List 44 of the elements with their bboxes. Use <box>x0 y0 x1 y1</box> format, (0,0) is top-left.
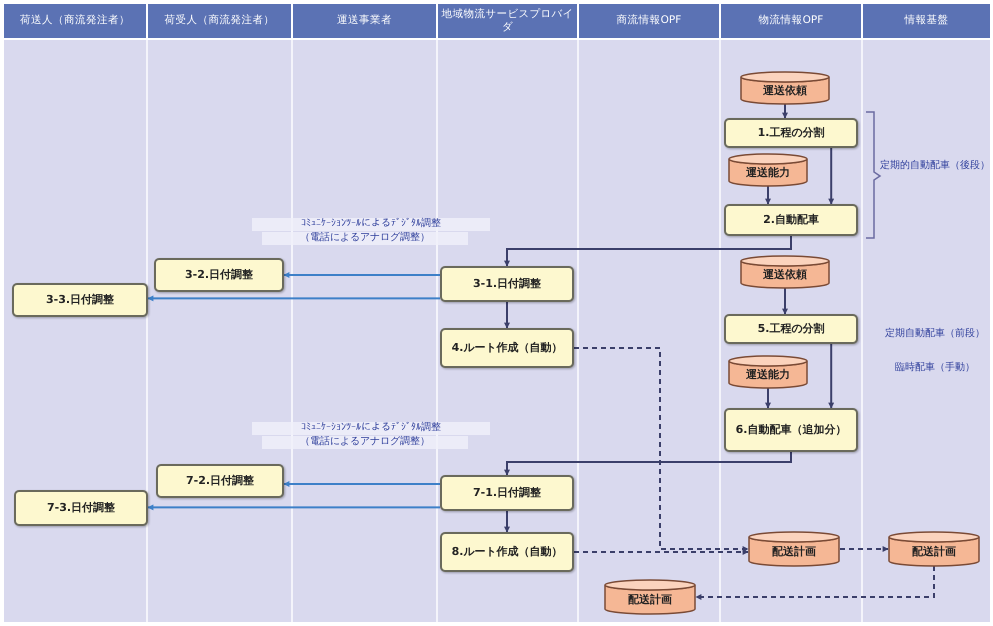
lane-header: 荷送人（商流発注者） <box>4 4 146 38</box>
process-box: 7-2.日付調整 <box>156 464 284 498</box>
arrow <box>504 452 792 476</box>
process-box: 2.自動配車 <box>724 204 858 236</box>
annotation-text: （電話によるアナログ調整） <box>262 436 468 448</box>
arrow <box>782 288 788 315</box>
lane-header: 情報基盤 <box>863 4 990 38</box>
lane-header: 商流情報OPF <box>579 4 719 38</box>
annotation-text: ｺﾐｭﾆｹｰｼｮﾝﾂｰﾙによるﾃﾞｼﾞﾀﾙ調整 <box>252 218 490 230</box>
arrow <box>283 272 440 278</box>
arrow <box>504 236 792 267</box>
process-box: 6.自動配車（追加分） <box>724 408 858 452</box>
process-box: 3-3.日付調整 <box>12 283 148 317</box>
process-box: 7-1.日付調整 <box>440 475 574 511</box>
process-box: 3-1.日付調整 <box>440 266 574 302</box>
arrow <box>504 302 510 329</box>
arrow <box>147 504 440 510</box>
dashed-arrow <box>574 549 749 555</box>
arrow <box>283 481 440 487</box>
process-box: 5.工程の分割 <box>724 314 858 344</box>
lane-header: 運送事業者 <box>293 4 436 38</box>
dashed-arrow <box>840 546 889 552</box>
process-box: 1.工程の分割 <box>724 118 858 148</box>
note-text: 臨時配車（手動） <box>894 362 976 374</box>
arrow <box>828 148 834 205</box>
process-box: 8.ルート作成（自動） <box>440 532 574 572</box>
arrow <box>765 388 771 409</box>
annotation-text: ｺﾐｭﾆｹｰｼｮﾝﾂｰﾙによるﾃﾞｼﾞﾀﾙ調整 <box>252 422 490 434</box>
lane-header: 荷受人（商流発注者） <box>148 4 291 38</box>
arrow <box>765 186 771 205</box>
process-box: 3-2.日付調整 <box>154 258 284 292</box>
arrow <box>504 511 510 533</box>
annotation-text: （電話によるアナログ調整） <box>262 232 468 244</box>
lane-header: 物流情報OPF <box>721 4 861 38</box>
arrow <box>828 344 834 409</box>
note-text: 定期自動配車（前段） <box>884 328 986 340</box>
dashed-arrow <box>695 566 935 600</box>
arrow <box>782 104 788 119</box>
process-box: 7-3.日付調整 <box>14 490 148 526</box>
lane-header: 地域物流サービスプロバイダ <box>438 4 577 38</box>
arrow <box>147 295 440 302</box>
dashed-arrow <box>574 347 749 552</box>
note-text: 定期的自動配車（後段） <box>880 160 990 172</box>
process-box: 4.ルート作成（自動） <box>440 328 574 368</box>
